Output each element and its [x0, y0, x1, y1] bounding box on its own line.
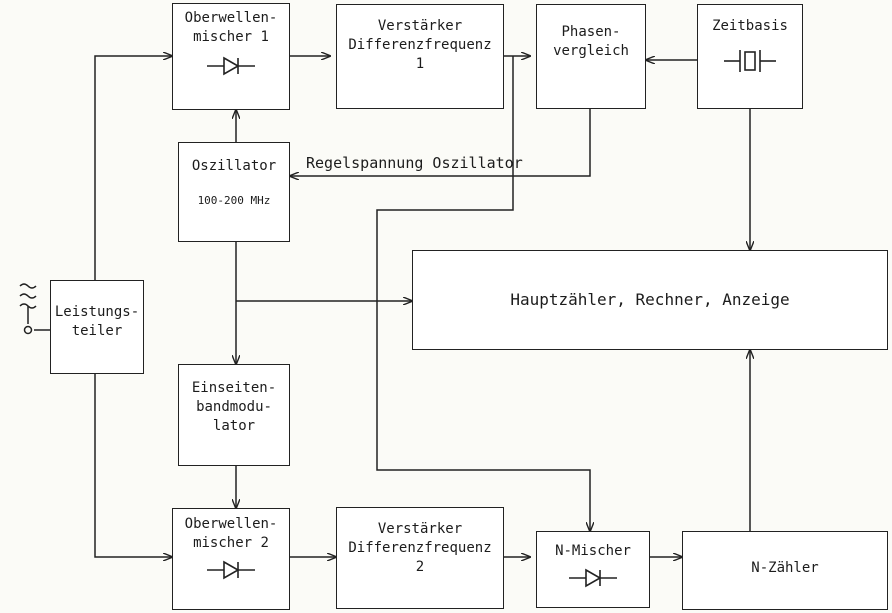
block-label-line: lator — [212, 417, 256, 434]
block-label-line: Differenzfrequenz — [348, 539, 492, 556]
einseitenbandmodulator-block: Einseiten- bandmodu- lator — [178, 364, 290, 466]
oberwellenmischer-2-block: Oberwellen- mischer 2 — [172, 508, 290, 610]
quartz-crystal-icon — [724, 49, 776, 72]
rf-input-icon — [19, 283, 37, 335]
block-label-line: Phasen- — [561, 24, 621, 40]
block-label-line: Verstärker — [377, 18, 463, 34]
block-label-line: mischer 1 — [193, 28, 269, 45]
block-label-line: Oszillator — [191, 158, 277, 174]
block-label-line: Oberwellen- — [184, 516, 278, 532]
oberwellenmischer-1-block: Oberwellen- mischer 1 — [172, 3, 290, 110]
block-label-line: mischer 2 — [193, 534, 269, 551]
leistungsteiler-block: Leistungs- teiler — [50, 280, 144, 374]
n-zaehler-block: N-Zähler — [682, 531, 888, 610]
block-label-line: Differenzfrequenz — [348, 36, 492, 53]
hauptzaehler-block: Hauptzähler, Rechner, Anzeige — [412, 250, 888, 350]
wire-regelspannung — [290, 109, 591, 176]
diode-icon — [207, 560, 255, 580]
zeitbasis-block: Zeitbasis — [697, 4, 803, 109]
n-mischer-block: N-Mischer — [536, 531, 650, 608]
block-label-line: N-Zähler — [751, 560, 819, 576]
diode-icon — [207, 56, 255, 76]
block-label-line: bandmodu- — [196, 398, 272, 415]
verstaerker-2-block: Verstärker Differenzfrequenz 2 — [336, 507, 504, 609]
block-label-line: Oberwellen- — [184, 10, 278, 26]
oszillator-block: Oszillator 100-200 MHz — [178, 142, 290, 242]
block-label-line: Zeitbasis — [712, 18, 788, 34]
block-label-line: Einseiten- — [191, 380, 277, 396]
regelspannung-label: Regelspannung Oszillator — [306, 154, 523, 172]
verstaerker-1-block: Verstärker Differenzfrequenz 1 — [336, 4, 504, 109]
block-label-line: teiler — [71, 322, 123, 339]
wire-teiler-to-mischer1 — [94, 56, 172, 280]
phasenvergleich-block: Phasen- vergleich — [536, 4, 646, 109]
block-label-line: N-Mischer — [555, 543, 631, 559]
wire-teiler-to-mischer2 — [94, 374, 172, 557]
block-label-line: Verstärker — [377, 521, 463, 537]
block-label-line: 1 — [415, 55, 425, 72]
block-label-line: 2 — [415, 558, 425, 575]
block-label-line: Leistungs- — [54, 304, 140, 320]
block-label-line: vergleich — [553, 42, 629, 59]
diode-icon — [569, 568, 617, 588]
wire-verst1-to-nmischer — [376, 56, 590, 531]
oszillator-range: 100-200 MHz — [197, 193, 271, 207]
block-label-line: Hauptzähler, Rechner, Anzeige — [510, 290, 790, 309]
